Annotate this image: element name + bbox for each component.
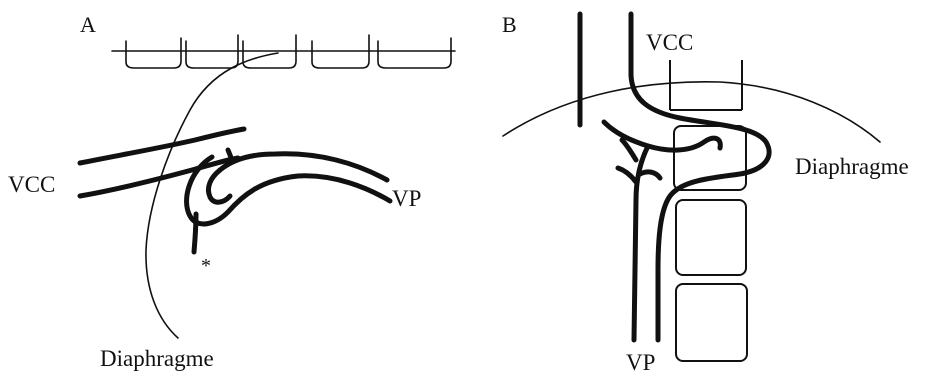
panel-a: A VCC VP * Diaphragme <box>8 12 455 371</box>
panel-b-vp-branch-3 <box>640 172 660 178</box>
panel-a-asterisk: * <box>201 255 211 277</box>
panel-b-vcc-label: VCC <box>646 30 693 55</box>
vertebra-b-3 <box>676 284 747 361</box>
vertebra-top-partial <box>670 60 742 110</box>
panel-a-letter: A <box>80 12 96 37</box>
panel-b-diaphragm-dome <box>503 82 880 142</box>
panel-a-branch-down <box>194 214 196 252</box>
panel-a-vp-label: VP <box>392 186 421 211</box>
panel-a-spine <box>112 35 455 68</box>
vertebra-1 <box>126 38 181 68</box>
panel-b-vcc-outer <box>631 14 769 340</box>
panel-b-letter: B <box>502 12 517 37</box>
panel-b-vp-branch-1 <box>618 168 636 182</box>
panel-b-diaphragm-label: Diaphragme <box>795 154 909 179</box>
vertebra-b-2 <box>676 200 746 275</box>
panel-a-diaphragm-label: Diaphragme <box>100 346 214 371</box>
panel-b-vp-label: VP <box>626 350 655 375</box>
panel-a-vcc-upper-wall <box>80 129 244 163</box>
vertebra-5 <box>378 38 451 68</box>
panel-b: B VCC Diaphragme VP <box>502 12 909 375</box>
panel-a-vcc-label: VCC <box>8 172 55 197</box>
panel-b-spine <box>670 60 747 361</box>
panel-a-loop-notch <box>208 170 230 202</box>
